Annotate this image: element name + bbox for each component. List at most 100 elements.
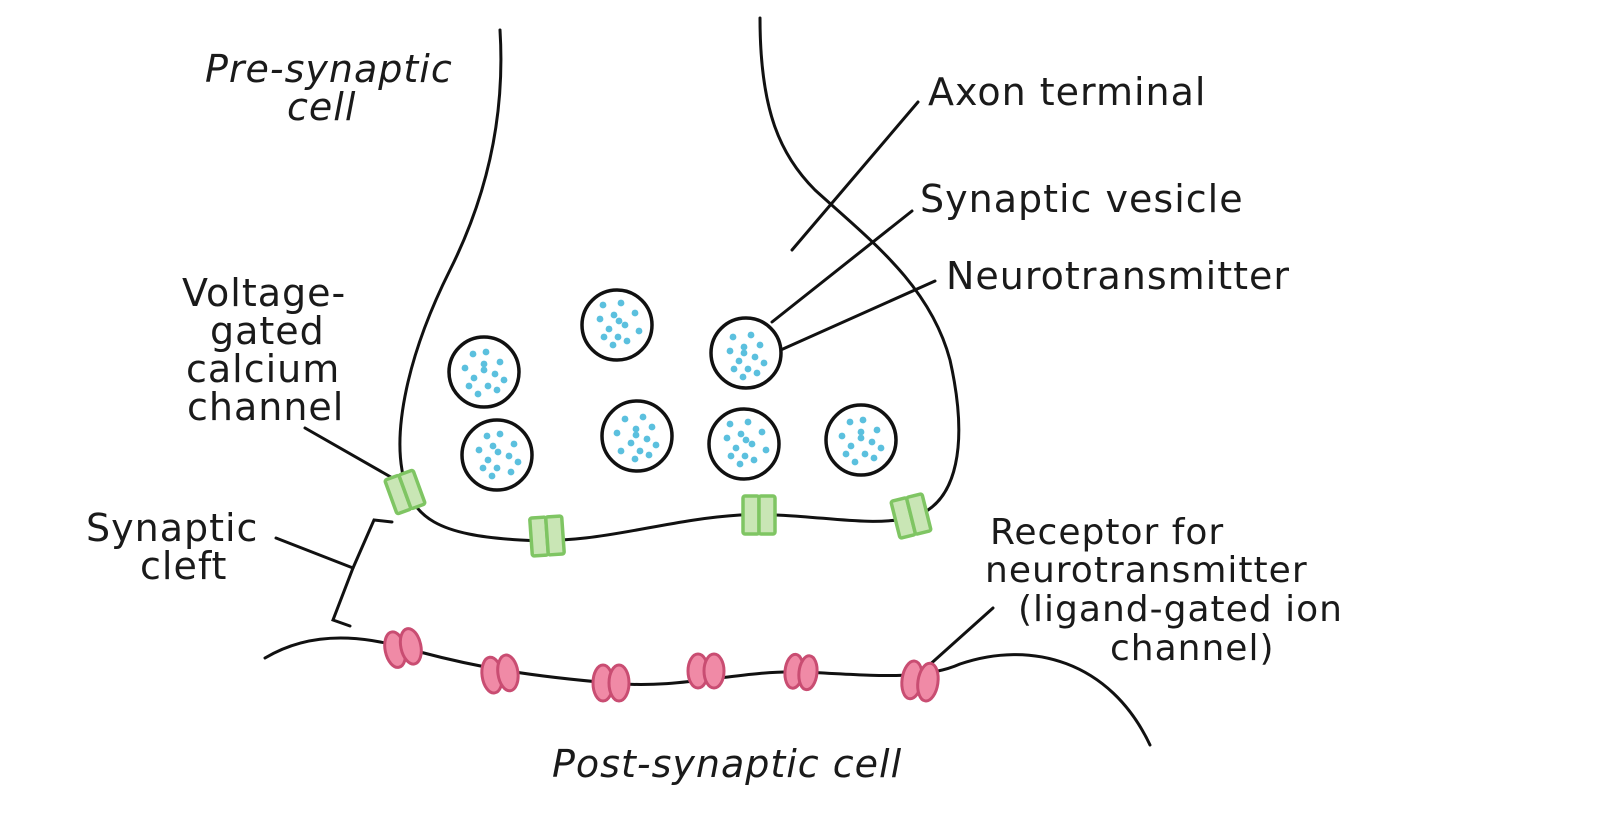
- neurotransmitter-dot: [461, 364, 469, 372]
- neurotransmitter-dot: [877, 444, 885, 452]
- neurotransmitter-dot: [494, 448, 502, 456]
- neurotransmitter-dot: [857, 428, 865, 436]
- receptor-label-line4: channel): [1110, 628, 1275, 669]
- synaptic-cleft-bracket: [331, 518, 394, 628]
- neurotransmitter-dot: [747, 331, 755, 339]
- neurotransmitter-dot: [870, 454, 878, 462]
- neurotransmitter-dots: [461, 348, 508, 398]
- neurotransmitter-dot: [760, 359, 768, 367]
- presynaptic-label-line2: cell: [287, 85, 357, 129]
- receptor: [686, 652, 726, 690]
- neurotransmitter-dot: [484, 382, 492, 390]
- axon-terminal-label: Axon terminal: [928, 70, 1207, 114]
- neurotransmitter-dot: [465, 382, 473, 390]
- neurotransmitter-dot: [493, 386, 501, 394]
- neurotransmitter-dot: [514, 458, 522, 466]
- neurotransmitter-dot: [631, 309, 639, 317]
- neurotransmitter-dot: [744, 365, 752, 373]
- neurotransmitter-dot: [631, 455, 639, 463]
- neurotransmitter-dot: [493, 464, 501, 472]
- receptors: [383, 627, 940, 703]
- neurotransmitter-dot: [744, 418, 752, 426]
- neurotransmitter-dot: [740, 343, 748, 351]
- synaptic-vesicle-label: Synaptic vesicle: [920, 177, 1244, 221]
- neurotransmitter-dot: [652, 441, 660, 449]
- neurotransmitter-dot: [596, 315, 604, 323]
- neurotransmitter-dot: [726, 420, 734, 428]
- postsynaptic-label: Post-synaptic cell: [552, 742, 903, 786]
- neurotransmitter-dot: [758, 428, 766, 436]
- receptor-leader: [924, 606, 995, 670]
- neurotransmitter-dot: [496, 358, 504, 366]
- neurotransmitter-dot: [643, 435, 651, 443]
- synaptic-vesicle: [600, 399, 674, 473]
- neurotransmitter-dot: [610, 311, 618, 319]
- neurotransmitter-dot: [632, 425, 640, 433]
- neurotransmitter-dot: [491, 370, 499, 378]
- neurotransmitter-dots: [723, 418, 770, 468]
- neurotransmitter-dot: [730, 365, 738, 373]
- neurotransmitter-dot: [751, 353, 759, 361]
- neurotransmitter-dot: [648, 423, 656, 431]
- neurotransmitter-dot: [614, 333, 622, 341]
- neurotransmitter-dots: [613, 413, 660, 463]
- receptor-label-line1: Receptor for: [990, 512, 1225, 553]
- neurotransmitter-dots: [475, 430, 522, 480]
- neurotransmitter-dot: [613, 429, 621, 437]
- receptor: [591, 663, 631, 703]
- neurotransmitter-dot: [762, 446, 770, 454]
- neurotransmitter-dot: [873, 426, 881, 434]
- calcium-channels: [383, 468, 933, 558]
- neurotransmitter-dot: [645, 451, 653, 459]
- synaptic-vesicle: [709, 316, 783, 390]
- presynaptic-label-line1: Pre-synaptic: [205, 47, 453, 91]
- neurotransmitter-dot: [500, 376, 508, 384]
- neurotransmitter-dot: [599, 301, 607, 309]
- neurotransmitter-dot: [859, 416, 867, 424]
- neurotransmitter-dot: [510, 440, 518, 448]
- neurotransmitter-dot: [727, 452, 735, 460]
- calcium-channel: [889, 492, 933, 540]
- calcium-channel: [528, 514, 566, 558]
- neurotransmitter-dot: [484, 456, 492, 464]
- axon-terminal-leader: [790, 100, 920, 252]
- neurotransmitter-dot: [615, 317, 623, 325]
- neurotransmitter-leader: [763, 279, 937, 359]
- neurotransmitter-dots: [726, 331, 768, 381]
- neurotransmitter-dot: [847, 442, 855, 450]
- neurotransmitter-dot: [480, 366, 488, 374]
- neurotransmitter-dot: [507, 468, 515, 476]
- neurotransmitter-dot: [756, 341, 764, 349]
- neurotransmitter-dot: [846, 418, 854, 426]
- receptor-label-line3: (ligand-gated ion: [1018, 589, 1343, 630]
- neurotransmitter-dot: [868, 438, 876, 446]
- neurotransmitter-dot: [469, 350, 477, 358]
- calcium-channel-leader: [303, 426, 398, 482]
- calcium-channel: [741, 494, 777, 536]
- neurotransmitter-dot: [600, 333, 608, 341]
- neurotransmitter-dot: [723, 434, 731, 442]
- neurotransmitter-dot: [505, 452, 513, 460]
- synaptic-vesicle: [580, 288, 654, 362]
- neurotransmitter-dot: [482, 348, 490, 356]
- neurotransmitter-dot: [470, 374, 478, 382]
- synaptic-vesicle: [707, 407, 781, 481]
- neurotransmitter-dot: [732, 444, 740, 452]
- synaptic-vesicle: [824, 403, 898, 477]
- synaptic-cleft-label-line2: cleft: [140, 544, 228, 588]
- receptor: [480, 653, 520, 695]
- neurotransmitter-dot: [857, 434, 865, 442]
- neurotransmitter-dot: [623, 337, 631, 345]
- synaptic-vesicle-leader: [770, 209, 914, 324]
- neurotransmitter-dot: [635, 327, 643, 335]
- synaptic-vesicle: [447, 335, 521, 409]
- neurotransmitter-dot: [621, 321, 629, 329]
- neurotransmitter-dot: [609, 341, 617, 349]
- neurotransmitter-dot: [742, 436, 750, 444]
- neurotransmitter-dot: [740, 349, 748, 357]
- neurotransmitter-dot: [737, 430, 745, 438]
- neurotransmitter-dot: [735, 357, 743, 365]
- neurotransmitter-dot: [627, 439, 635, 447]
